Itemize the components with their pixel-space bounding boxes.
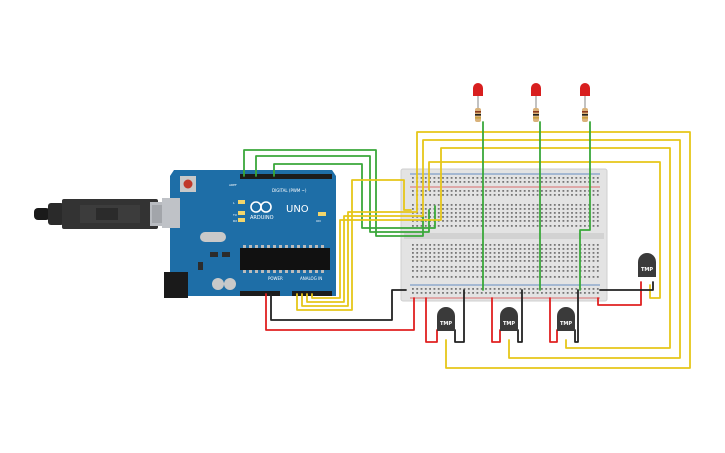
power-label: POWER xyxy=(268,276,283,281)
tmp-label: TMP xyxy=(503,321,515,327)
wire-red[interactable] xyxy=(425,297,438,343)
wire-red[interactable] xyxy=(265,293,415,331)
red-led[interactable] xyxy=(531,83,541,96)
wire-red[interactable] xyxy=(491,297,501,343)
wire-black[interactable] xyxy=(517,289,523,343)
tmp-sensor[interactable]: TMP xyxy=(557,307,575,331)
led-with-resistor[interactable] xyxy=(580,83,590,122)
wire-black[interactable] xyxy=(599,281,654,291)
model-label: UNO xyxy=(286,204,309,215)
tmp-sensor[interactable]: TMP xyxy=(500,307,518,331)
red-led[interactable] xyxy=(580,83,590,96)
wire-yellow[interactable] xyxy=(416,131,691,369)
tmp-sensor[interactable]: TMP xyxy=(437,307,455,331)
atmega-chip xyxy=(240,248,330,270)
rx-led xyxy=(238,218,245,222)
l-led xyxy=(238,200,245,204)
arduino-logo xyxy=(250,201,272,213)
tmp-label: TMP xyxy=(641,267,653,273)
power-jack xyxy=(164,272,188,298)
tx-label: TX xyxy=(232,213,237,217)
usb-cable[interactable] xyxy=(34,199,178,229)
crystal-oscillator xyxy=(200,232,226,242)
wire-yellow[interactable] xyxy=(296,179,412,311)
wire-red[interactable] xyxy=(597,281,642,306)
wire-green[interactable] xyxy=(579,121,591,291)
wire-green[interactable] xyxy=(273,163,436,229)
tmp-label: TMP xyxy=(440,321,452,327)
capacitor xyxy=(212,278,224,290)
reset-button-cap[interactable] xyxy=(183,179,193,189)
aref-label: AREF xyxy=(229,183,237,187)
tmp-sensor[interactable]: TMP xyxy=(638,253,656,277)
breadboard-channel xyxy=(404,233,604,239)
wire-black[interactable] xyxy=(574,289,579,343)
digital-label: DIGITAL (PWM ~) xyxy=(272,188,307,193)
led-with-resistor[interactable] xyxy=(531,83,541,122)
wire-yellow[interactable] xyxy=(311,195,442,299)
on-label: ON xyxy=(316,219,321,223)
wire-red[interactable] xyxy=(549,297,558,343)
capacitor xyxy=(224,278,236,290)
wire-yellow[interactable] xyxy=(428,161,661,299)
red-led[interactable] xyxy=(473,83,483,96)
rx-label: RX xyxy=(233,219,237,223)
tmp-label: TMP xyxy=(560,321,572,327)
wire-black[interactable] xyxy=(270,289,407,321)
l-label: L xyxy=(233,201,235,205)
digital-header[interactable] xyxy=(240,174,332,179)
on-led xyxy=(318,212,326,216)
tx-led xyxy=(238,211,245,215)
analog-label: ANALOG IN xyxy=(300,276,322,281)
wire-yellow[interactable] xyxy=(301,199,418,307)
led-with-resistor[interactable] xyxy=(473,83,483,122)
arduino-uno-board[interactable]: ARDUINO UNO DIGITAL (PWM ~) AREF POWER A… xyxy=(162,170,336,298)
power-header[interactable] xyxy=(240,291,280,296)
brand-label: ARDUINO xyxy=(250,215,274,221)
wire-yellow[interactable] xyxy=(306,195,424,303)
wire-yellow[interactable] xyxy=(440,147,671,349)
wire-black[interactable] xyxy=(454,289,465,343)
chip-pins xyxy=(243,245,324,273)
breadboard[interactable] xyxy=(400,168,608,302)
wire-yellow[interactable] xyxy=(422,139,681,359)
usb-jack xyxy=(162,198,180,228)
